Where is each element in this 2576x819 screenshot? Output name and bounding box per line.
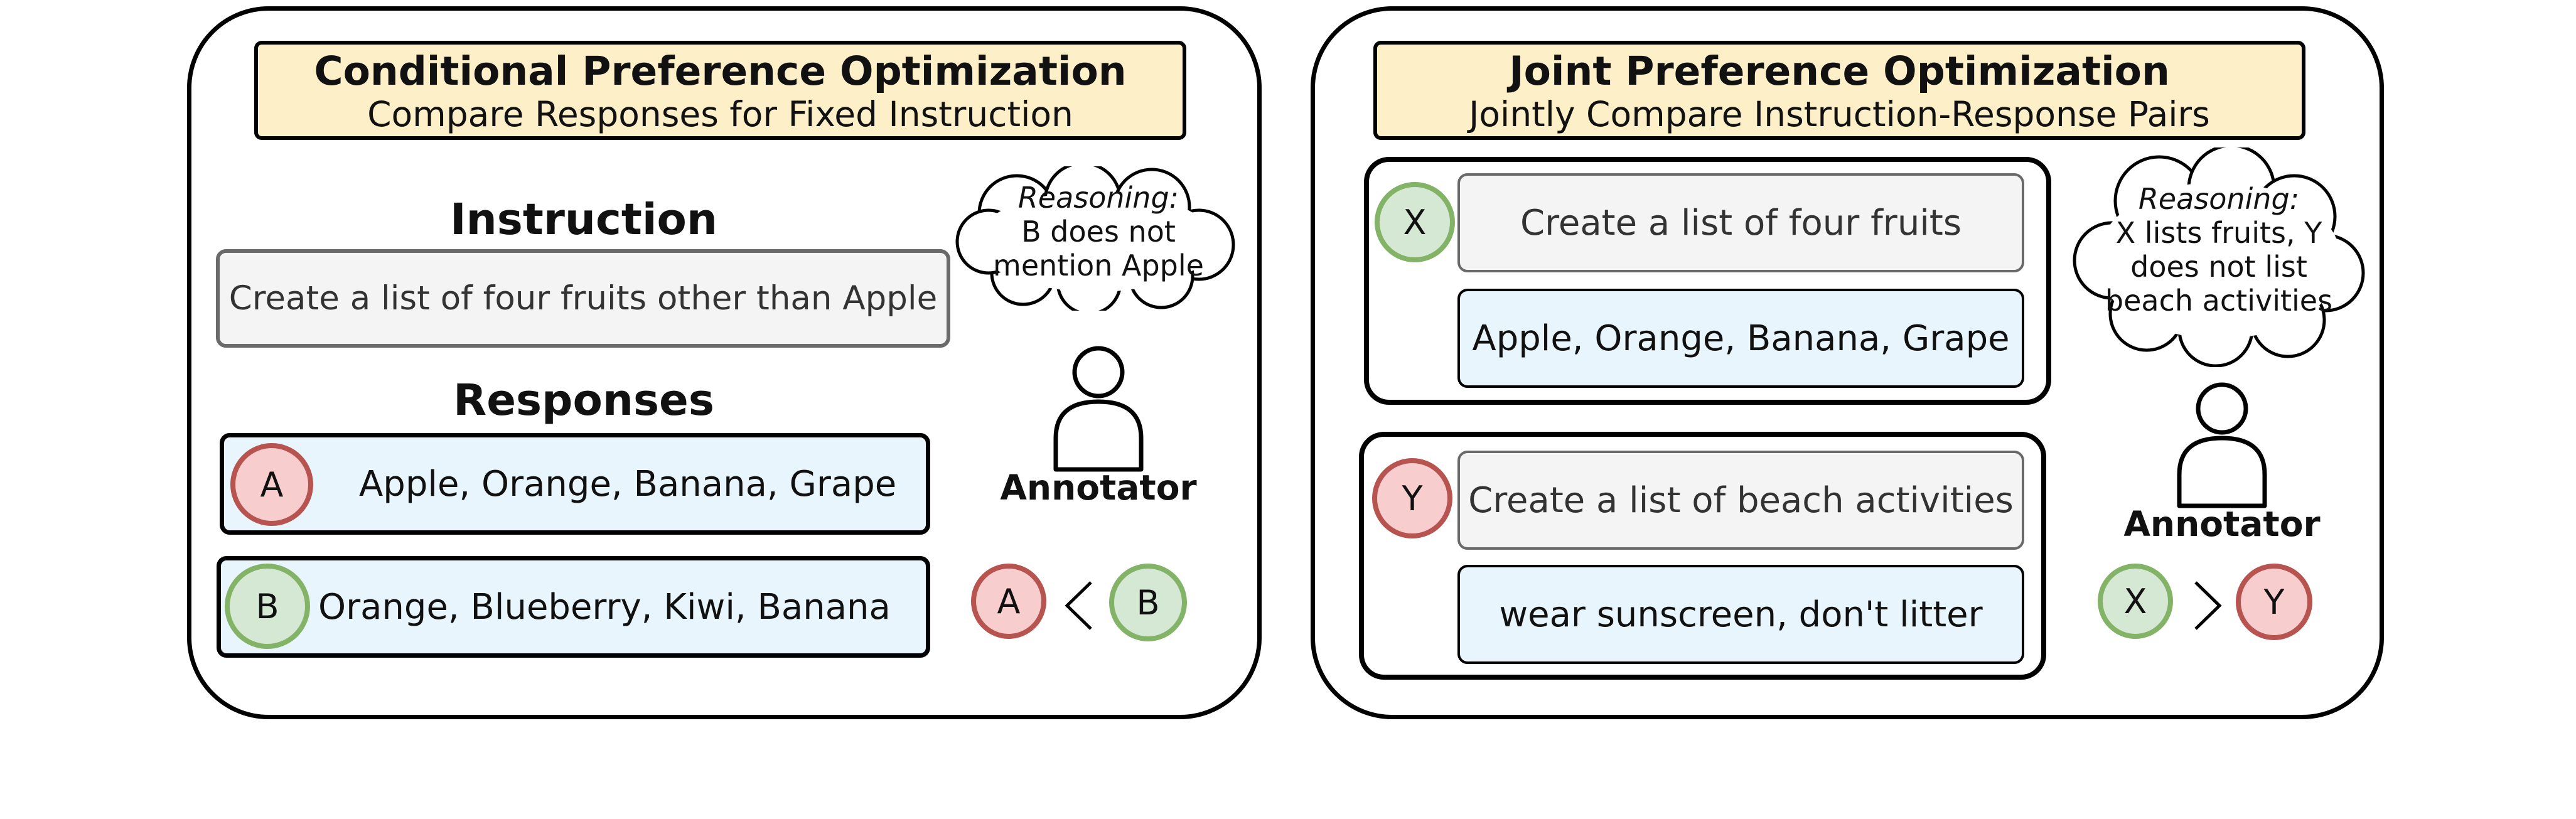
pair-y-response-text: wear sunscreen, don't litter [1499,594,1983,635]
responses-heading: Responses [453,375,714,426]
right-reasoning-label: Reasoning: [2138,182,2300,216]
conditional-title-box: Conditional Preference Optimization Comp… [254,41,1186,140]
joint-subtitle: Jointly Compare Instruction-Response Pai… [1469,94,2210,134]
right-annotator-label: Annotator [2123,504,2321,544]
badge-y: Y [1372,458,1452,538]
instruction-text: Create a list of four fruits other than … [228,279,938,318]
joint-title: Joint Preference Optimization [1509,48,2170,94]
badge-b: B [225,564,310,649]
left-reasoning-label: Reasoning: [1017,181,1179,215]
thought-cloud-icon [2073,147,2365,367]
right-reasoning: Reasoning: X lists fruits, Y does not li… [2074,182,2363,318]
compare-badge-x-label: X [2123,581,2147,621]
pair-y-instruction-text: Create a list of beach activities [1468,479,2014,521]
pair-x-response-text: Apple, Orange, Banana, Grape [1472,318,2010,359]
pair-y-response-box: wear sunscreen, don't litter [1457,565,2024,664]
person-icon [1053,346,1144,472]
pair-x-response-box: Apple, Orange, Banana, Grape [1457,289,2024,388]
conditional-subtitle: Compare Responses for Fixed Instruction [367,94,1073,134]
response-text-a: Apple, Orange, Banana, Grape [359,463,897,505]
pair-x-instruction-box: Create a list of four fruits [1457,173,2024,272]
badge-a: A [230,443,313,526]
left-annotator-label: Annotator [1000,468,1197,508]
compare-badge-x: X [2098,564,2173,639]
response-text-b: Orange, Blueberry, Kiwi, Banana [318,586,891,628]
instruction-heading: Instruction [449,195,718,245]
compare-badge-y: Y [2236,564,2312,640]
person-icon [2177,382,2267,508]
less-than-icon [1065,581,1092,630]
instruction-box: Create a list of four fruits other than … [216,249,950,348]
compare-badge-y-label: Y [2263,582,2285,622]
compare-badge-a: A [971,564,1046,639]
badge-y-label: Y [1402,478,1423,518]
badge-x-label: X [1403,202,1427,242]
left-reasoning-text: B does not mention Apple [993,215,1204,282]
compare-badge-b-label: B [1136,582,1160,623]
compare-badge-a-label: A [997,581,1021,621]
badge-a-label: A [260,464,284,505]
conditional-title: Conditional Preference Optimization [314,48,1127,94]
pair-x-instruction-text: Create a list of four fruits [1520,202,1962,244]
response-row-b: Orange, Blueberry, Kiwi, Banana [217,556,930,658]
thought-cloud-icon [955,166,1235,311]
joint-title-box: Joint Preference Optimization Jointly Co… [1373,41,2305,140]
response-row-a: Apple, Orange, Banana, Grape [220,433,930,535]
compare-badge-b: B [1109,564,1187,641]
badge-x: X [1375,182,1455,262]
left-reasoning: Reasoning: B does not mention Apple [954,181,1243,282]
badge-b-label: B [255,586,279,626]
pair-y-instruction-box: Create a list of beach activities [1457,451,2024,550]
greater-than-icon [2194,581,2222,630]
right-reasoning-text: X lists fruits, Y does not list beach ac… [2105,216,2333,318]
